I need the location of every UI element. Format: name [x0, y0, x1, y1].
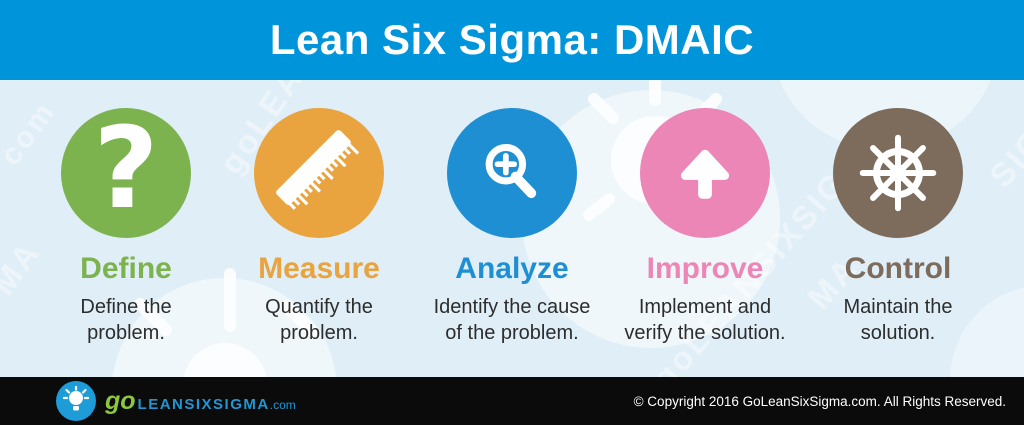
- logo-wordmark: go LEANSIXSIGMA .com: [105, 387, 296, 416]
- logo-circle: [56, 381, 96, 421]
- step-label-define: Define: [80, 252, 172, 285]
- lightbulb-icon: [63, 386, 89, 411]
- logo-go-text: go: [105, 386, 136, 415]
- ruler-icon: [276, 130, 360, 210]
- copyright-text: © Copyright 2016 GoLeanSixSigma.com. All…: [633, 393, 1006, 409]
- header-banner: Lean Six Sigma: DMAIC: [0, 0, 1024, 80]
- step-define: ? Define Define the problem.: [30, 108, 223, 346]
- step-control: Control Maintain the solution.: [802, 108, 995, 346]
- main-section: com goLEAN goLEANSIXSIGMA MA SIG MA ? De…: [0, 80, 1024, 377]
- step-label-improve: Improve: [646, 252, 764, 285]
- step-label-control: Control: [844, 252, 952, 285]
- step-desc-measure: Quantify the problem.: [265, 296, 373, 344]
- magnifier-plus-icon: [485, 143, 537, 199]
- step-desc-improve: Implement and verify the solution.: [624, 296, 786, 344]
- control-circle: [833, 108, 963, 238]
- step-measure: Measure Quantify the problem.: [223, 108, 416, 346]
- ship-wheel-icon: [859, 134, 937, 212]
- improve-circle: [640, 108, 770, 238]
- logo-name-text: LEANSIXSIGMA: [137, 395, 270, 413]
- measure-circle: [254, 108, 384, 238]
- step-label-analyze: Analyze: [455, 252, 569, 285]
- watermark-lightbulb-icon: [134, 268, 318, 377]
- step-analyze: Analyze Identify the cause of the proble…: [416, 108, 609, 346]
- goleansixsigma-logo: go LEANSIXSIGMA .com: [56, 381, 296, 421]
- step-desc-define: Define the problem.: [80, 296, 172, 344]
- footer-bar: go LEANSIXSIGMA .com © Copyright 2016 Go…: [0, 377, 1024, 425]
- dmaic-steps-row: ? Define Define the problem.: [0, 80, 1024, 346]
- page-title: Lean Six Sigma: DMAIC: [269, 16, 755, 63]
- logo-tld-text: .com: [269, 397, 296, 412]
- arrow-up-icon: [680, 149, 730, 199]
- step-label-measure: Measure: [258, 252, 380, 285]
- define-circle: ?: [61, 108, 191, 238]
- analyze-circle: [447, 108, 577, 238]
- step-desc-analyze: Identify the cause of the problem.: [433, 296, 591, 344]
- step-improve: Improve Implement and verify the solutio…: [609, 108, 802, 346]
- step-desc-control: Maintain the solution.: [843, 296, 953, 344]
- question-mark-icon: ?: [93, 104, 159, 234]
